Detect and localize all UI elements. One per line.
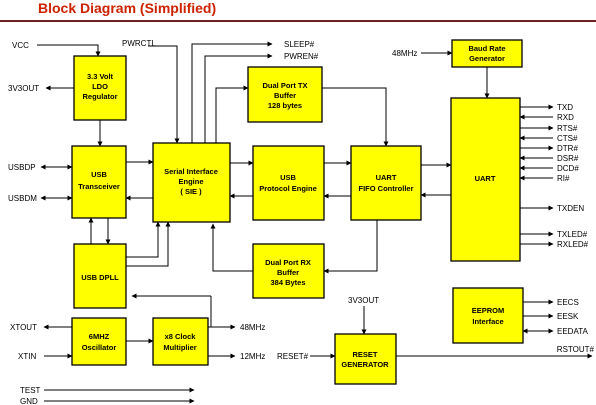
label-eesk: EESK: [557, 312, 579, 321]
label-xtin: XTIN: [18, 352, 36, 361]
label-pwrctl: PWRCTL: [122, 39, 156, 48]
block-reset-generator: RESET GENERATOR: [334, 333, 397, 385]
label-pwren: PWREN#: [284, 52, 319, 61]
label-sleep: SLEEP#: [284, 40, 315, 49]
page-title: Block Diagram (Simplified): [38, 0, 217, 16]
label-gnd: GND: [20, 397, 38, 405]
title-underline: [0, 20, 596, 22]
rx-buffer-line-3: 384 Bytes: [270, 278, 305, 287]
connections: [37, 41, 593, 404]
transceiver-line-1: USB: [91, 170, 107, 179]
ldo-line-1: 3.3 Volt: [87, 72, 114, 81]
uart-line-1: UART: [475, 174, 496, 183]
label-rts: RTS#: [557, 124, 578, 133]
label-rstout: RSTOUT#: [557, 345, 595, 354]
reset-line-2: GENERATOR: [341, 360, 389, 369]
fifo-line-1: UART: [376, 173, 397, 182]
sie-line-1: Serial Interface: [164, 167, 218, 176]
label-48mhz-in: 48MHz: [392, 49, 417, 58]
baud-line-1: Baud Rate: [468, 44, 505, 53]
osc-line-1: 6MHZ: [89, 332, 110, 341]
label-txd: TXD: [557, 103, 573, 112]
label-3v3out-reset: 3V3OUT: [348, 296, 379, 305]
label-txden: TXDEN: [557, 204, 584, 213]
tx-buffer-line-2: Buffer: [274, 91, 296, 100]
reset-line-1: RESET: [352, 350, 377, 359]
tx-buffer-line-1: Dual Port TX: [262, 81, 307, 90]
label-cts: CTS#: [557, 134, 578, 143]
protocol-line-2: Protocol Engine: [259, 184, 317, 193]
transceiver-line-2: Transceiver: [78, 182, 120, 191]
block-uart: UART: [450, 97, 521, 262]
label-dcd: DCD#: [557, 164, 579, 173]
label-ri: RI#: [557, 174, 570, 183]
eeprom-line-1: EEPROM: [472, 306, 505, 315]
sie-line-3: ( SIE ): [180, 187, 202, 196]
label-eedata: EEDATA: [557, 327, 588, 336]
block-tx-buffer: Dual Port TX Buffer 128 bytes: [247, 66, 323, 123]
dpll-line-1: USB DPLL: [81, 273, 119, 282]
label-usbdp: USBDP: [8, 163, 36, 172]
ldo-line-3: Regulator: [82, 92, 117, 101]
block-baud-rate-generator: Baud Rate Generator: [451, 39, 523, 68]
osc-line-2: Oscillator: [82, 343, 117, 352]
label-reset: RESET#: [277, 352, 309, 361]
label-eecs: EECS: [557, 298, 579, 307]
label-48mhz-out: 48MHz: [240, 323, 265, 332]
label-dsr: DSR#: [557, 154, 579, 163]
ldo-line-2: LDO: [92, 82, 108, 91]
eeprom-line-2: Interface: [472, 317, 503, 326]
label-rxd: RXD: [557, 113, 574, 122]
label-txled: TXLED#: [557, 230, 588, 239]
mult-line-1: x8 Clock: [165, 332, 197, 341]
label-vcc: VCC: [12, 41, 29, 50]
block-eeprom-interface: EEPROM Interface: [452, 287, 524, 344]
protocol-line-1: USB: [280, 173, 296, 182]
block-oscillator: 6MHZ Oscillator: [71, 317, 127, 366]
block-usb-dpll: USB DPLL: [73, 243, 127, 309]
mult-line-2: Multiplier: [163, 343, 196, 352]
block-clock-multiplier: x8 Clock Multiplier: [152, 317, 209, 366]
fifo-line-2: FIFO Controller: [359, 184, 414, 193]
label-dtr: DTR#: [557, 144, 578, 153]
rx-buffer-line-2: Buffer: [277, 268, 299, 277]
baud-line-2: Generator: [469, 54, 505, 63]
label-rxled: RXLED#: [557, 240, 589, 249]
block-ldo-regulator: 3.3 Volt LDO Regulator: [73, 55, 127, 121]
label-12mhz: 12MHz: [240, 352, 265, 361]
block-sie: Serial Interface Engine ( SIE ): [152, 142, 231, 223]
rx-buffer-line-1: Dual Port RX: [265, 258, 311, 267]
block-uart-fifo: UART FIFO Controller: [350, 145, 422, 221]
label-test: TEST: [20, 386, 41, 395]
signal-labels: VCC 3V3OUT USBDP USBDM XTOUT XTIN TEST G…: [8, 39, 595, 405]
label-3v3out: 3V3OUT: [8, 84, 39, 93]
block-rx-buffer: Dual Port RX Buffer 384 Bytes: [252, 243, 325, 299]
label-usbdm: USBDM: [8, 194, 37, 203]
tx-buffer-line-3: 128 bytes: [268, 101, 302, 110]
label-xtout: XTOUT: [10, 323, 37, 332]
sie-line-2: Engine: [178, 177, 203, 186]
block-protocol-engine: USB Protocol Engine: [252, 145, 325, 221]
block-usb-transceiver: USB Transceiver: [71, 145, 127, 219]
